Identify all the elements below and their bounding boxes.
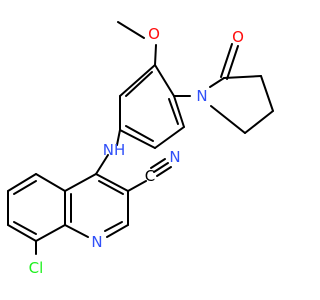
- bond: [220, 43, 233, 78]
- chlorine-atom: Cl: [29, 259, 44, 277]
- bond: [210, 105, 246, 134]
- bond: [173, 95, 185, 128]
- bond: [95, 154, 109, 175]
- bond: [13, 180, 37, 195]
- amine-nh-atom: NH: [103, 141, 126, 159]
- molecule-structure-drawing: O N O NH C N N Cl: [0, 0, 300, 300]
- bond: [104, 221, 123, 232]
- bond: [154, 126, 185, 149]
- bond: [127, 180, 147, 192]
- bond: [209, 77, 225, 88]
- bond: [244, 110, 274, 134]
- bond: [13, 221, 37, 235]
- atom-label-layer: O N O NH C N N Cl: [29, 25, 244, 277]
- atom-label: NH: [103, 141, 126, 159]
- bond: [117, 21, 145, 39]
- bond: [35, 173, 66, 192]
- nitrile-carbon-atom: C: [145, 167, 155, 185]
- bond: [119, 64, 156, 97]
- bond: [156, 166, 172, 177]
- bond: [223, 75, 262, 79]
- drawing-background: [0, 0, 300, 300]
- bond: [150, 158, 166, 169]
- bond: [116, 129, 121, 146]
- bond: [64, 173, 97, 192]
- bond: [7, 173, 37, 192]
- quinoline-nitrogen-atom: N: [91, 233, 102, 251]
- bond: [98, 180, 124, 195]
- bond: [106, 224, 129, 238]
- bond: [7, 224, 37, 242]
- bond-layer: [7, 21, 274, 255]
- methoxy-oxygen-atom: O: [148, 25, 160, 43]
- bond: [64, 224, 89, 238]
- bond: [226, 45, 239, 80]
- bond: [168, 98, 179, 125]
- atom-label: O: [148, 25, 160, 43]
- atom-label: Cl: [29, 259, 44, 277]
- bond: [154, 44, 157, 66]
- lactam-nitrogen-atom: N: [196, 87, 207, 105]
- atom-label: N: [169, 148, 180, 166]
- nitrile-nitrogen-atom: N: [169, 148, 180, 166]
- bond: [95, 173, 129, 192]
- bond: [35, 224, 66, 242]
- bond: [125, 71, 153, 97]
- atom-label: O: [232, 28, 244, 46]
- atom-label: N: [91, 233, 102, 251]
- bond: [153, 162, 169, 173]
- atom-label: N: [196, 87, 207, 105]
- bond: [154, 64, 175, 97]
- bond: [260, 75, 274, 112]
- bond: [119, 129, 156, 149]
- carbonyl-oxygen-atom: O: [232, 28, 244, 46]
- atom-label: C: [145, 167, 155, 185]
- bond: [125, 125, 154, 142]
